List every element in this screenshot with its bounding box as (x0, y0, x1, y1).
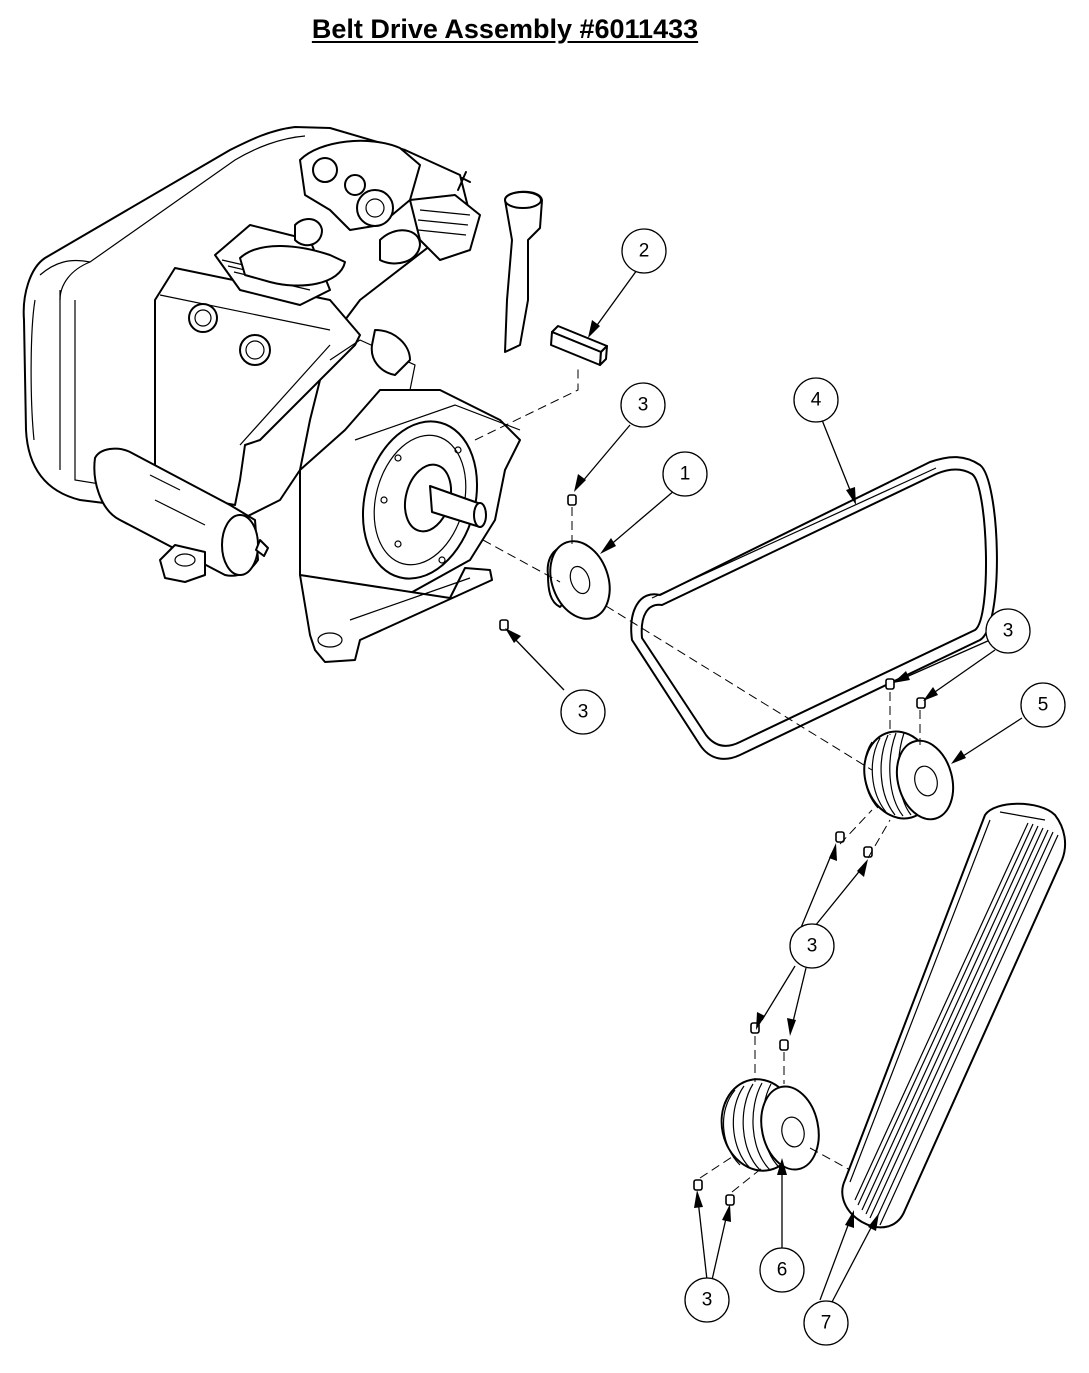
page-title: Belt Drive Assembly #6011433 (311, 14, 699, 44)
callout-label: 3 (1003, 621, 1014, 642)
callout-leaders (505, 269, 1023, 1303)
v-belt (630, 456, 998, 760)
callout-label: 4 (811, 390, 822, 411)
callout-label: 1 (680, 464, 691, 485)
set-screw (885, 678, 895, 690)
driven-pulley (720, 1078, 820, 1172)
engine (22, 126, 543, 663)
multi-rib-belt (841, 802, 1067, 1229)
set-screw (567, 494, 577, 506)
key (550, 325, 608, 366)
callout-bubble-3-middle: 3 (789, 923, 835, 969)
callout-label: 3 (702, 1290, 713, 1311)
callout-bubble-3-top: 3 (620, 382, 666, 428)
callout-label: 3 (578, 702, 589, 723)
engine-pulley (546, 540, 611, 620)
assembly-centerlines (474, 366, 921, 1193)
callout-label: 2 (639, 241, 650, 262)
drive-pulley (863, 730, 955, 821)
set-screw (499, 619, 509, 631)
callout-label: 5 (1038, 695, 1049, 716)
set-screw (725, 1194, 735, 1206)
callout-bubble-4: 4 (793, 377, 839, 423)
set-screw (863, 846, 873, 858)
callout-bubble-7: 7 (803, 1300, 849, 1346)
callout-label: 3 (807, 936, 818, 957)
callout-bubble-5: 5 (1020, 682, 1066, 728)
callout-bubble-3-left: 3 (560, 689, 606, 735)
callout-bubble-2: 2 (621, 228, 667, 274)
set-screw (835, 831, 845, 843)
set-screw (916, 697, 926, 709)
callout-bubble-3-bottom: 3 (684, 1277, 730, 1323)
set-screw (693, 1179, 703, 1191)
callout-bubble-6: 6 (759, 1247, 805, 1293)
callout-label: 7 (821, 1313, 832, 1334)
callout-label: 3 (638, 395, 649, 416)
callout-bubble-1: 1 (662, 451, 708, 497)
set-screw (779, 1039, 789, 1051)
callout-label: 6 (777, 1260, 788, 1281)
callout-bubble-3-right: 3 (985, 608, 1031, 654)
